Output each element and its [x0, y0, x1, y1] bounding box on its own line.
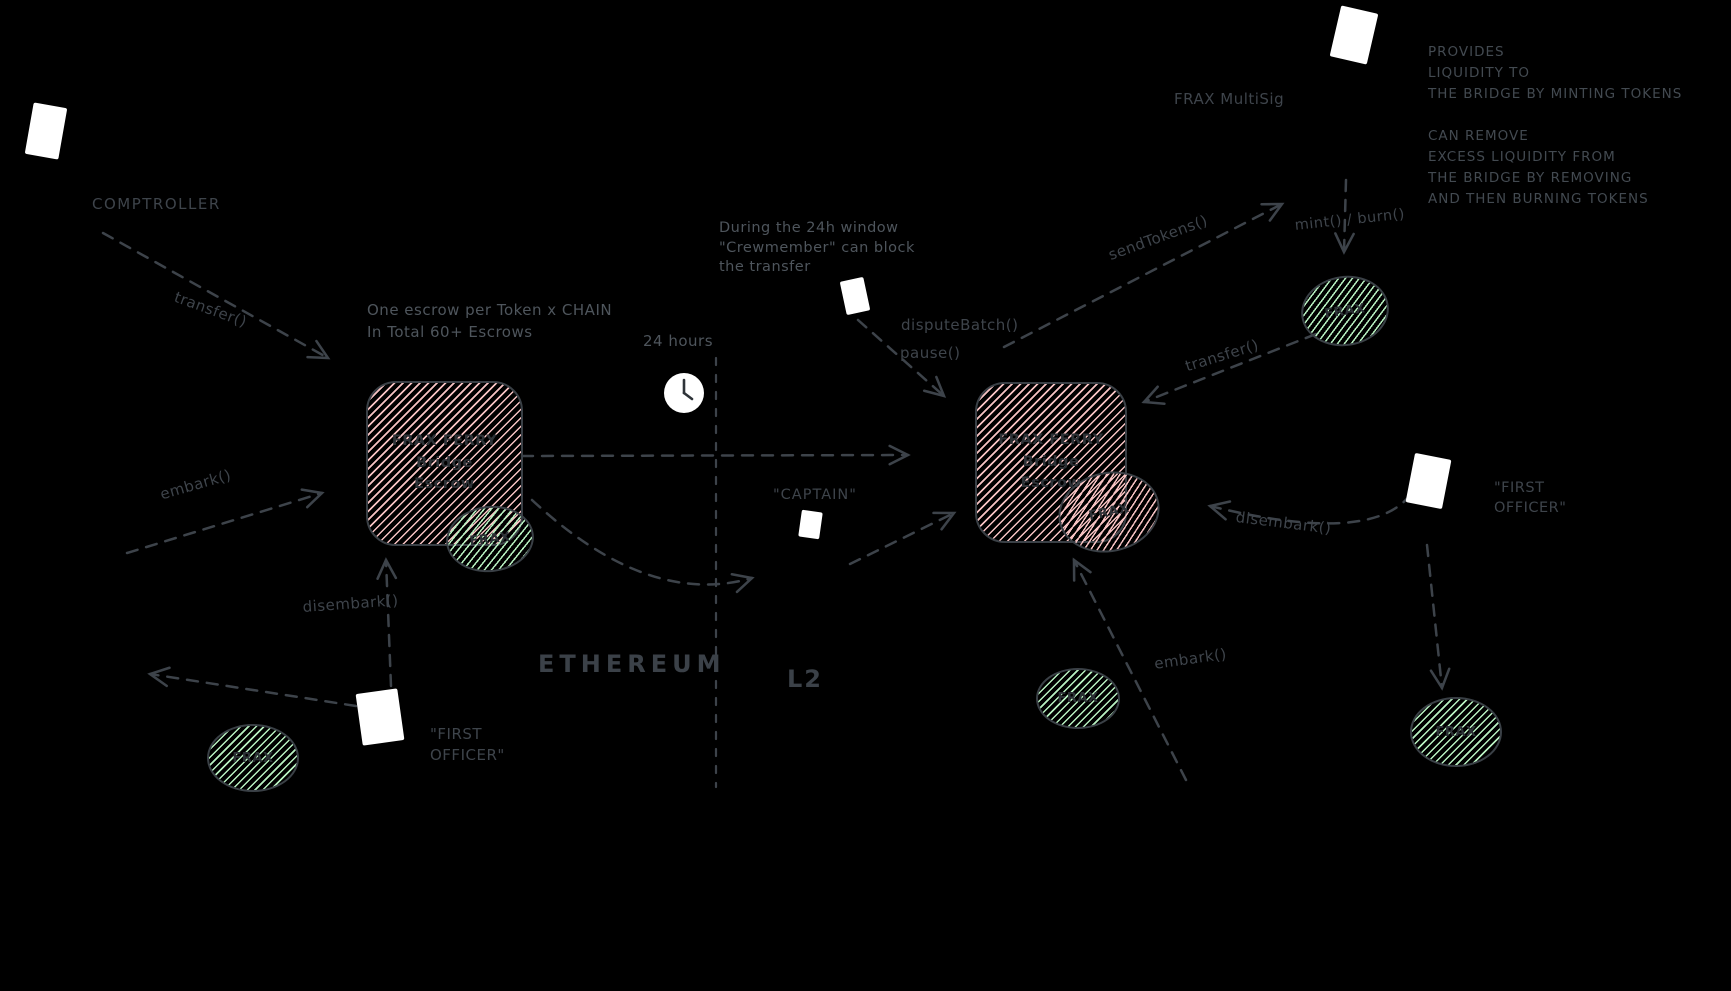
token-label: FRAX — [232, 750, 274, 766]
label-captain: "CAPTAIN" — [773, 487, 857, 503]
arrow-mint-burn — [1334, 178, 1355, 255]
label-first-officer-left: "FIRST OFFICER" — [430, 725, 505, 764]
label-frax-multisig: FRAX MultiSig — [1174, 90, 1285, 108]
right-escrow-box: FRAX FERRY Bridge Escrow — [975, 382, 1127, 543]
arrow-captain-deliver — [848, 511, 957, 566]
token-label: FRAX — [468, 529, 512, 549]
arrow-disembark-left — [376, 557, 398, 688]
clock-icon — [664, 373, 704, 413]
token-frax-bottom-left: FRAX — [207, 724, 299, 792]
note-remove-liquidity: CAN REMOVE EXCESS LIQUIDITY FROM THE BRI… — [1428, 128, 1649, 207]
arrow-batch-arc — [530, 498, 755, 594]
token-frax-bottom-right: FRAX — [1410, 697, 1502, 767]
arrow-embark-left — [125, 488, 325, 555]
arrow-bridge-transfer — [520, 444, 911, 466]
label-region-l2: L2 — [787, 665, 823, 693]
token-label: FRAX — [1057, 691, 1099, 706]
arrow-disembark-right — [1207, 492, 1413, 525]
note-escrow-count: One escrow per Token x CHAIN In Total 60… — [367, 301, 613, 341]
right-escrow-box-title: FRAX FERRY Bridge Escrow — [998, 431, 1104, 492]
arrow-comptroller-transfer — [101, 231, 331, 360]
arrow-send-tokens — [1002, 202, 1285, 349]
first-officer-left-person-icon — [355, 688, 405, 746]
label-pause: pause() — [900, 344, 961, 362]
token-label: FRAX — [1323, 300, 1367, 322]
captain-person-icon — [798, 509, 823, 540]
label-24-hours: 24 hours — [643, 332, 714, 350]
arrow-dispute-pause — [856, 318, 947, 398]
left-escrow-box-title: FRAX FERRY Bridge Escrow — [391, 432, 498, 493]
label-dispute-batch: disputeBatch() — [901, 316, 1019, 334]
arrow-return-tokens-left — [147, 666, 358, 708]
label-first-officer-right: "FIRST OFFICER" — [1494, 480, 1567, 517]
token-frax-bottom-mid: FRAX — [1036, 668, 1120, 729]
token-label: FRAX — [1087, 500, 1131, 524]
arrow-transfer-right — [1141, 332, 1318, 406]
label-region-ethereum: ETHEREUM — [538, 650, 726, 678]
arrow-officer-right-tokens — [1425, 543, 1451, 691]
token-label: FRAX — [1435, 724, 1477, 740]
note-crew-window: During the 24h window "Crewmember" can b… — [719, 220, 915, 276]
arrow-embark-right — [1072, 557, 1188, 782]
label-comptroller: COMPTROLLER — [92, 195, 221, 213]
note-provides-liquidity: PROVIDES LIQUIDITY TO THE BRIDGE BY MINT… — [1428, 44, 1683, 102]
